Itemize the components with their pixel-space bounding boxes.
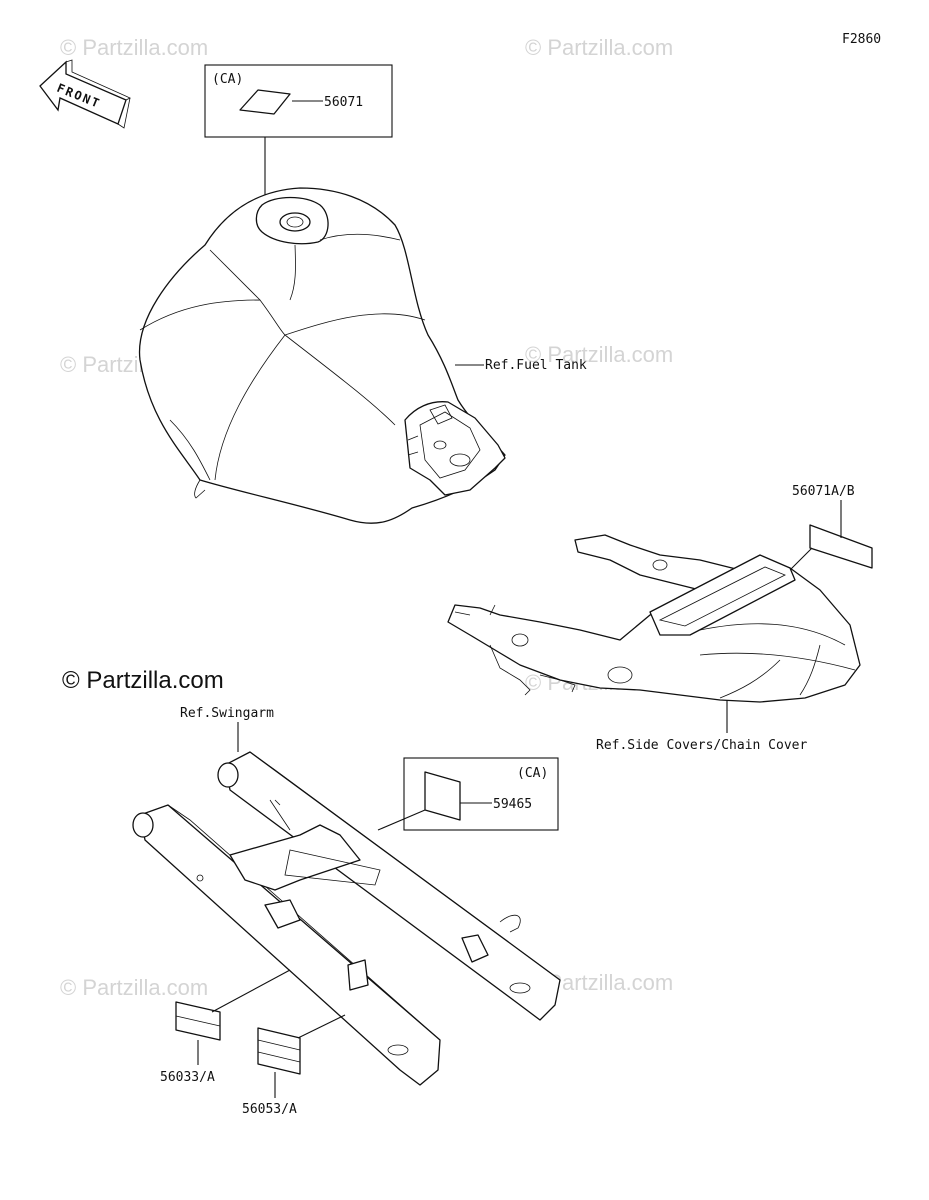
leader-line [297, 1014, 346, 1039]
label-decal-56071 [239, 89, 291, 115]
watermark: © Partzilla.com [60, 975, 208, 1000]
partzilla-watermark: © Partzilla.com [62, 667, 224, 694]
figure-code: F2860 [842, 32, 881, 47]
side-covers-drawing [447, 534, 861, 703]
label-decal-56071ab [809, 524, 873, 569]
part-number-56053a: 56053/A [242, 1102, 297, 1117]
leader-line [211, 969, 291, 1013]
ca-callout-box-mid [403, 757, 559, 831]
leader-line [377, 809, 426, 831]
swingarm-drawing [132, 751, 561, 1086]
fuel-tank-drawing [138, 187, 506, 524]
part-number-56071: 56071 [324, 95, 363, 110]
label-decal-59465 [424, 771, 461, 821]
watermark: © Partzilla.com [525, 342, 673, 367]
ca-label-top: (CA) [212, 72, 243, 87]
ref-side-covers-label: Ref.Side Covers/Chain Cover [596, 738, 807, 753]
leader-line [789, 547, 813, 571]
ca-label-mid: (CA) [517, 766, 548, 781]
watermark: © Partzilla.com [60, 35, 208, 60]
ref-fuel-tank-label: Ref.Fuel Tank [485, 358, 587, 373]
front-arrow-icon: FRONT [39, 59, 131, 129]
part-number-59465: 59465 [493, 797, 532, 812]
label-decal-56053a [257, 1027, 301, 1075]
ref-swingarm-label: Ref.Swingarm [180, 706, 274, 721]
part-number-56071ab: 56071A/B [792, 484, 855, 499]
part-number-56033a: 56033/A [160, 1070, 215, 1085]
watermark: © Partzilla.com [525, 35, 673, 60]
ca-callout-box-top [204, 64, 393, 138]
